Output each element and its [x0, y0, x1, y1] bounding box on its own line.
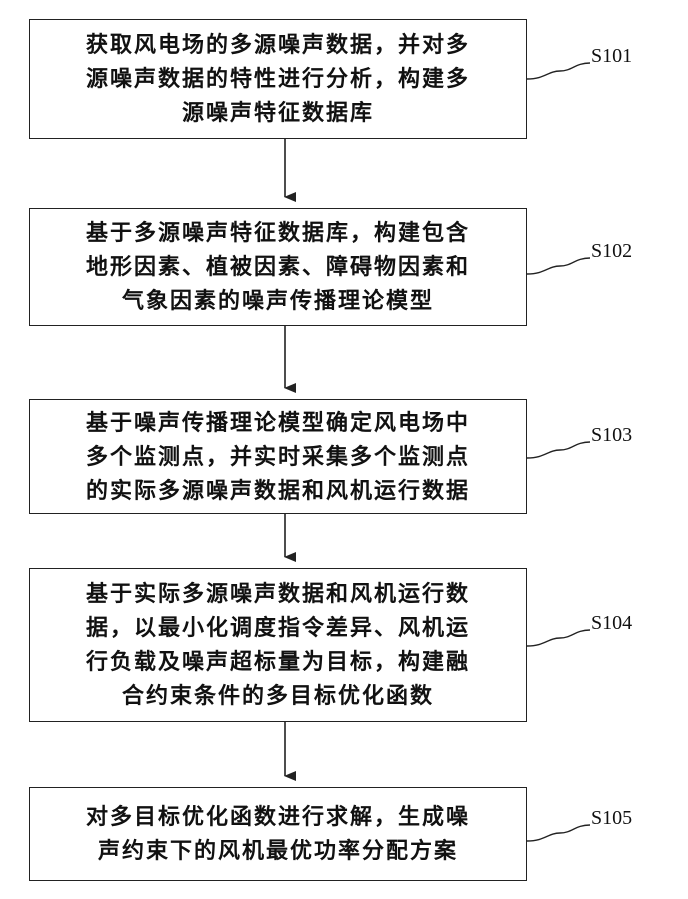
leader-line-s102 — [527, 258, 590, 274]
step-box-s102: 基于多源噪声特征数据库，构建包含 地形因素、植被因素、障碍物因素和 气象因素的噪… — [29, 208, 527, 326]
leader-line-s105 — [527, 825, 590, 841]
step-label-s101: S101 — [591, 45, 632, 68]
step-box-s105: 对多目标优化函数进行求解，生成噪 声约束下的风机最优功率分配方案 — [29, 787, 527, 881]
step-label-s104: S104 — [591, 612, 632, 635]
step-text-s103: 基于噪声传播理论模型确定风电场中 多个监测点，并实时采集多个监测点 的实际多源噪… — [86, 406, 470, 508]
step-text-s104: 基于实际多源噪声数据和风机运行数 据，以最小化调度指令差异、风机运 行负载及噪声… — [86, 577, 470, 713]
step-label-s103: S103 — [591, 424, 632, 447]
step-text-s105: 对多目标优化函数进行求解，生成噪 声约束下的风机最优功率分配方案 — [86, 800, 470, 868]
step-box-s104: 基于实际多源噪声数据和风机运行数 据，以最小化调度指令差异、风机运 行负载及噪声… — [29, 568, 527, 722]
step-box-s103: 基于噪声传播理论模型确定风电场中 多个监测点，并实时采集多个监测点 的实际多源噪… — [29, 399, 527, 514]
leader-line-s104 — [527, 630, 590, 646]
step-label-s105: S105 — [591, 807, 632, 830]
step-text-s101: 获取风电场的多源噪声数据，并对多 源噪声数据的特性进行分析，构建多 源噪声特征数… — [86, 28, 470, 130]
step-label-s102: S102 — [591, 240, 632, 263]
leader-line-s103 — [527, 442, 590, 458]
step-box-s101: 获取风电场的多源噪声数据，并对多 源噪声数据的特性进行分析，构建多 源噪声特征数… — [29, 19, 527, 139]
leader-line-s101 — [527, 63, 590, 79]
step-text-s102: 基于多源噪声特征数据库，构建包含 地形因素、植被因素、障碍物因素和 气象因素的噪… — [86, 216, 470, 318]
